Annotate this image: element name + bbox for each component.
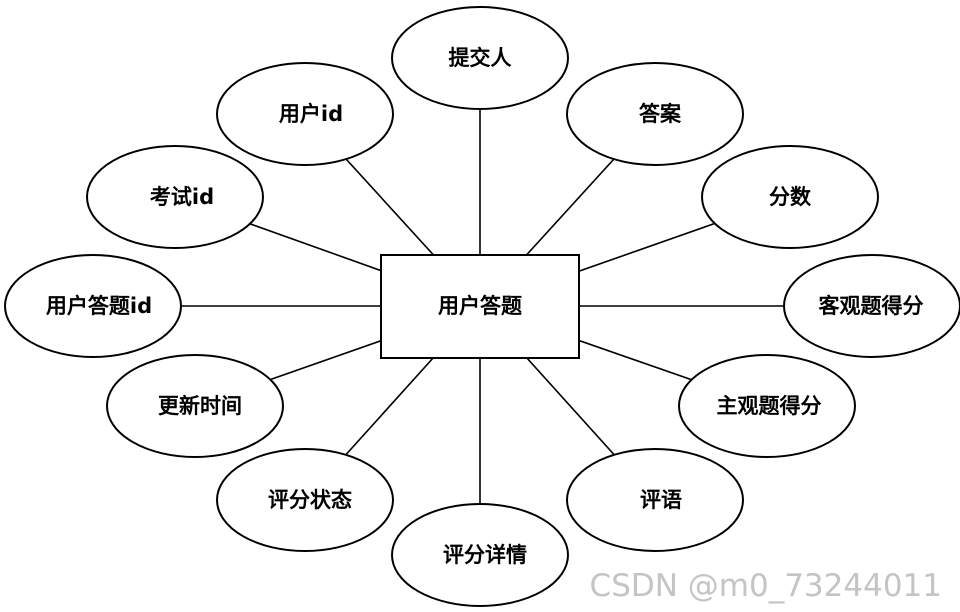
attribute-label: 更新时间: [158, 394, 242, 418]
attribute-answer: 答案: [566, 62, 744, 166]
attribute-label: 主观题得分: [717, 394, 822, 418]
attribute-ellipse: [216, 62, 394, 166]
attribute-ellipse: [4, 254, 182, 358]
attribute-ellipse: [566, 448, 744, 552]
attribute-label: 评语: [640, 488, 682, 512]
attribute-ellipse: [216, 448, 394, 552]
attribute-user-id: 用户id: [216, 62, 394, 166]
attribute-ellipse: [106, 354, 284, 458]
attribute-ellipse: [678, 354, 856, 458]
attribute-objective-score: 客观题得分: [783, 254, 960, 358]
watermark-text: CSDN @m0_73244011: [590, 568, 942, 604]
attribute-subjective-score: 主观题得分: [678, 354, 856, 458]
entity-box: [380, 254, 580, 359]
attribute-label: 评分详情: [443, 543, 527, 567]
attribute-label: 答案: [639, 102, 682, 126]
attribute-label: 分数: [769, 185, 812, 209]
attribute-ellipse: [391, 503, 569, 607]
attribute-submitter: 提交人: [391, 6, 569, 110]
attribute-ellipse: [783, 254, 960, 358]
attribute-grading-status: 评分状态: [216, 448, 394, 552]
attribute-label: 提交人: [449, 46, 512, 70]
attribute-comment: 评语: [566, 448, 744, 552]
attribute-score: 分数: [701, 145, 879, 249]
attribute-ellipse: [391, 6, 569, 110]
attribute-grading-details: 评分详情: [391, 503, 569, 607]
attribute-ellipse: [566, 62, 744, 166]
attribute-ellipse: [86, 145, 264, 249]
entity-user-answer: 用户答题: [380, 254, 580, 359]
entity-label: 用户答题: [438, 294, 523, 318]
attribute-exam-id: 考试id: [86, 145, 264, 249]
attribute-update-time: 更新时间: [106, 354, 284, 458]
attribute-label: 用户id: [279, 102, 343, 126]
attribute-label: 用户答题id: [46, 294, 152, 318]
attribute-label: 评分状态: [268, 488, 352, 512]
attribute-label: 客观题得分: [819, 294, 924, 318]
attribute-label: 考试id: [150, 185, 214, 209]
attribute-ellipse: [701, 145, 879, 249]
attribute-user-answer-id: 用户答题id: [4, 254, 182, 358]
